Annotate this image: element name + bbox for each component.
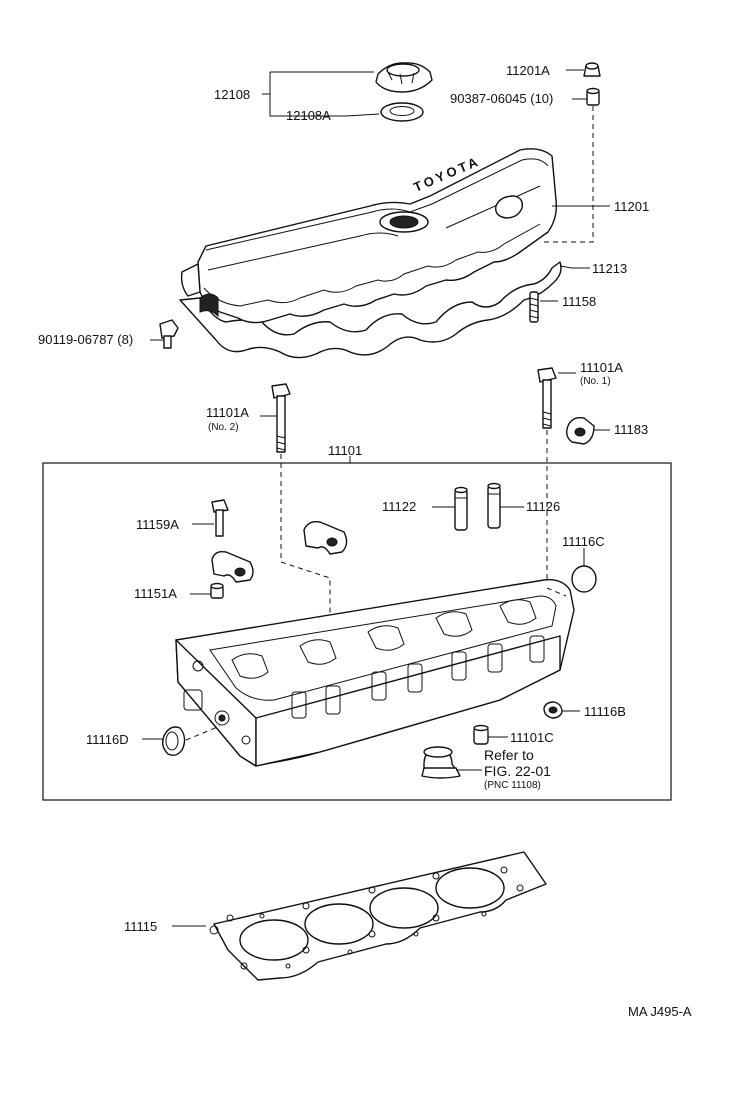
label-11101: 11101 bbox=[328, 443, 362, 458]
cylinder-head-cover[interactable] bbox=[179, 148, 562, 359]
bearing-dowel[interactable] bbox=[210, 582, 224, 599]
label-12108: 12108 bbox=[214, 87, 250, 102]
label-11101C: 11101C bbox=[510, 730, 554, 745]
label-11116D: 11116D bbox=[86, 732, 129, 747]
label-11116B: 11116B bbox=[584, 704, 626, 719]
oil-filler-cap-gasket[interactable] bbox=[380, 102, 424, 122]
label-11101A-no2-sub: (No. 2) bbox=[208, 422, 239, 433]
nozzle-seat-ref-part[interactable] bbox=[421, 746, 461, 779]
label-11151A: 11151A bbox=[134, 586, 177, 601]
head-bolt-no1[interactable] bbox=[537, 367, 557, 429]
label-90119: 90119-06787 (8) bbox=[38, 332, 133, 347]
bearing-cap-left[interactable] bbox=[211, 550, 254, 583]
label-11101A-no1-sub: (No. 1) bbox=[580, 376, 611, 387]
oil-filler-cap[interactable] bbox=[375, 62, 433, 93]
head-bolt-no2[interactable] bbox=[271, 383, 291, 453]
plug-11183[interactable] bbox=[565, 416, 595, 445]
label-11201A: 11201A bbox=[506, 63, 550, 78]
valve-guide-intake[interactable] bbox=[454, 486, 468, 531]
refer-text-line3: (PNC 11108) bbox=[484, 780, 541, 791]
label-11183: 11183 bbox=[614, 422, 648, 437]
head-cover-gasket bbox=[179, 261, 562, 359]
label-11126: 11126 bbox=[526, 499, 560, 514]
cam-plug-11116D[interactable] bbox=[161, 726, 186, 757]
label-11213: 11213 bbox=[592, 261, 627, 276]
label-11101A-no2: 11101A bbox=[206, 405, 249, 420]
refer-text-line2: FIG. 22-01 bbox=[484, 763, 551, 779]
dowel-11101C[interactable] bbox=[473, 724, 489, 745]
stud-bolt[interactable] bbox=[529, 291, 539, 323]
label-11116C: 11116C bbox=[562, 534, 605, 549]
cylinder-head[interactable] bbox=[175, 579, 575, 767]
label-12108A: 12108A bbox=[286, 108, 331, 123]
cylinder-head-frame bbox=[42, 462, 672, 801]
valve-guide-exhaust[interactable] bbox=[487, 482, 501, 529]
figure-code: MA J495-A bbox=[628, 1004, 692, 1019]
label-11122: 11122 bbox=[382, 499, 416, 514]
cover-nut[interactable] bbox=[583, 62, 601, 77]
bearing-cap-center[interactable] bbox=[303, 520, 348, 555]
leader-12108 bbox=[269, 72, 346, 117]
label-11159A: 11159A bbox=[136, 517, 179, 532]
cam-plug-11116C[interactable] bbox=[571, 565, 597, 593]
label-90387: 90387-06045 (10) bbox=[450, 91, 553, 106]
cover-bolt[interactable] bbox=[159, 319, 179, 349]
cover-grommet[interactable] bbox=[586, 87, 600, 106]
label-11201: 11201 bbox=[614, 199, 649, 214]
cylinder-head-gasket[interactable] bbox=[209, 851, 547, 981]
label-11158: 11158 bbox=[562, 294, 596, 309]
refer-text-line1: Refer to bbox=[484, 747, 534, 763]
cam-plug-11116B[interactable] bbox=[543, 701, 563, 719]
label-11115: 11115 bbox=[124, 919, 157, 934]
bearing-cap-bolt[interactable] bbox=[211, 499, 229, 537]
label-11101A-no1: 11101A bbox=[580, 360, 623, 375]
